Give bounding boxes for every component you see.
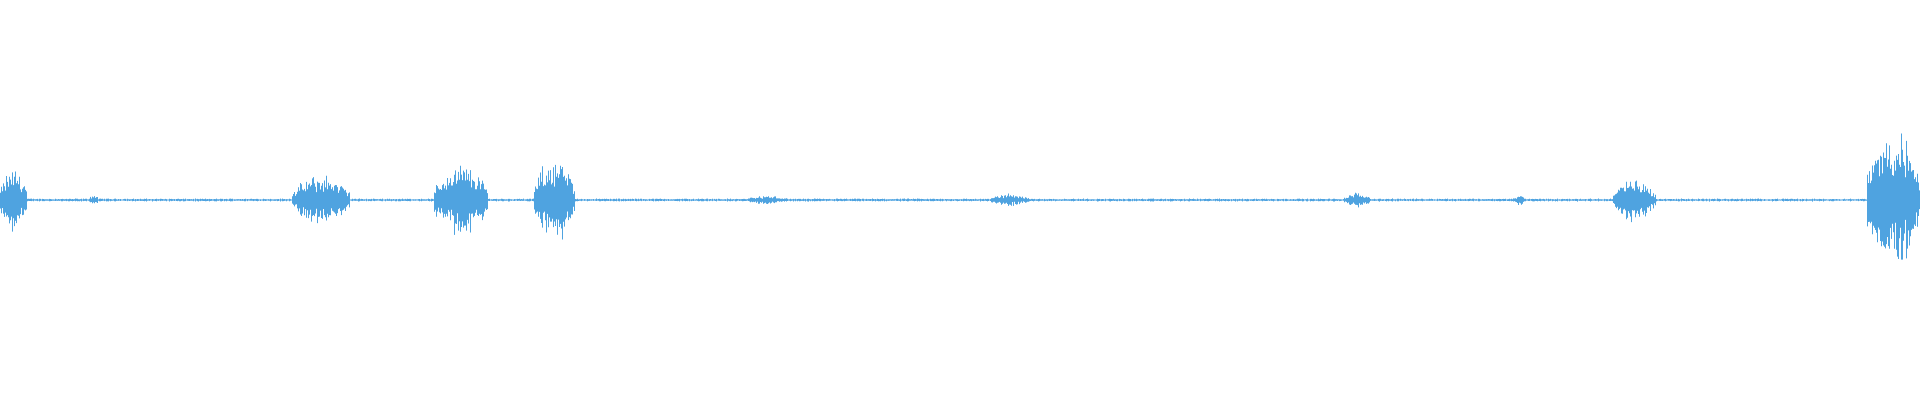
waveform-trace xyxy=(0,133,1920,260)
